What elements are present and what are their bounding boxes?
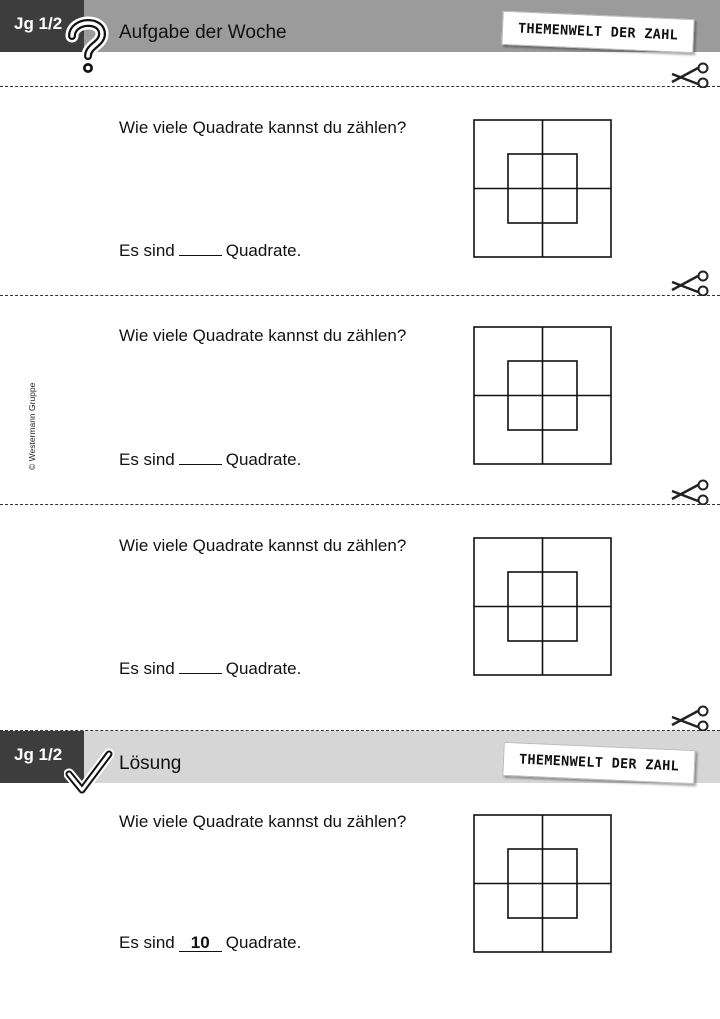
task-answer-line: Es sind Quadrate. xyxy=(119,238,301,261)
squares-figure xyxy=(473,119,612,258)
squares-figure xyxy=(473,326,612,465)
answer-prefix: Es sind xyxy=(119,450,175,469)
squares-figure xyxy=(473,814,612,953)
cut-line xyxy=(0,504,720,505)
answer-value: 10 xyxy=(178,934,222,952)
solution-title: Lösung xyxy=(119,753,182,774)
answer-blank[interactable] xyxy=(178,238,222,256)
cut-line xyxy=(0,730,720,731)
answer-prefix: Es sind xyxy=(119,933,175,952)
task-answer-line: Es sind Quadrate. xyxy=(119,656,301,679)
answer-suffix: Quadrate. xyxy=(225,659,302,678)
task-question: Wie viele Quadrate kannst du zählen? xyxy=(119,326,407,345)
answer-prefix: Es sind xyxy=(119,241,175,260)
page-title: Aufgabe der Woche xyxy=(119,22,287,43)
scissors-icon xyxy=(671,270,709,296)
answer-suffix: Quadrate. xyxy=(225,450,302,469)
squares-figure xyxy=(473,537,612,676)
grade-label: Jg 1/2 xyxy=(14,745,63,764)
answer-suffix: Quadrate. xyxy=(225,933,302,952)
cut-line xyxy=(0,295,720,296)
question-mark-icon xyxy=(65,16,109,75)
answer-blank[interactable] xyxy=(178,447,222,465)
answer-blank[interactable] xyxy=(178,656,222,674)
checkmark-icon xyxy=(64,748,114,796)
scissors-icon xyxy=(671,479,709,505)
grade-label: Jg 1/2 xyxy=(14,14,63,33)
copyright-note: © Westermann Gruppe xyxy=(27,382,37,470)
scissors-icon xyxy=(671,705,709,731)
task-question: Wie viele Quadrate kannst du zählen? xyxy=(119,118,407,137)
answer-suffix: Quadrate. xyxy=(225,241,302,260)
scissors-icon xyxy=(671,62,709,88)
task-answer-line: Es sind Quadrate. xyxy=(119,447,301,470)
task-question: Wie viele Quadrate kannst du zählen? xyxy=(119,536,407,555)
solution-question: Wie viele Quadrate kannst du zählen? xyxy=(119,812,407,831)
answer-prefix: Es sind xyxy=(119,659,175,678)
cut-line xyxy=(0,86,720,87)
